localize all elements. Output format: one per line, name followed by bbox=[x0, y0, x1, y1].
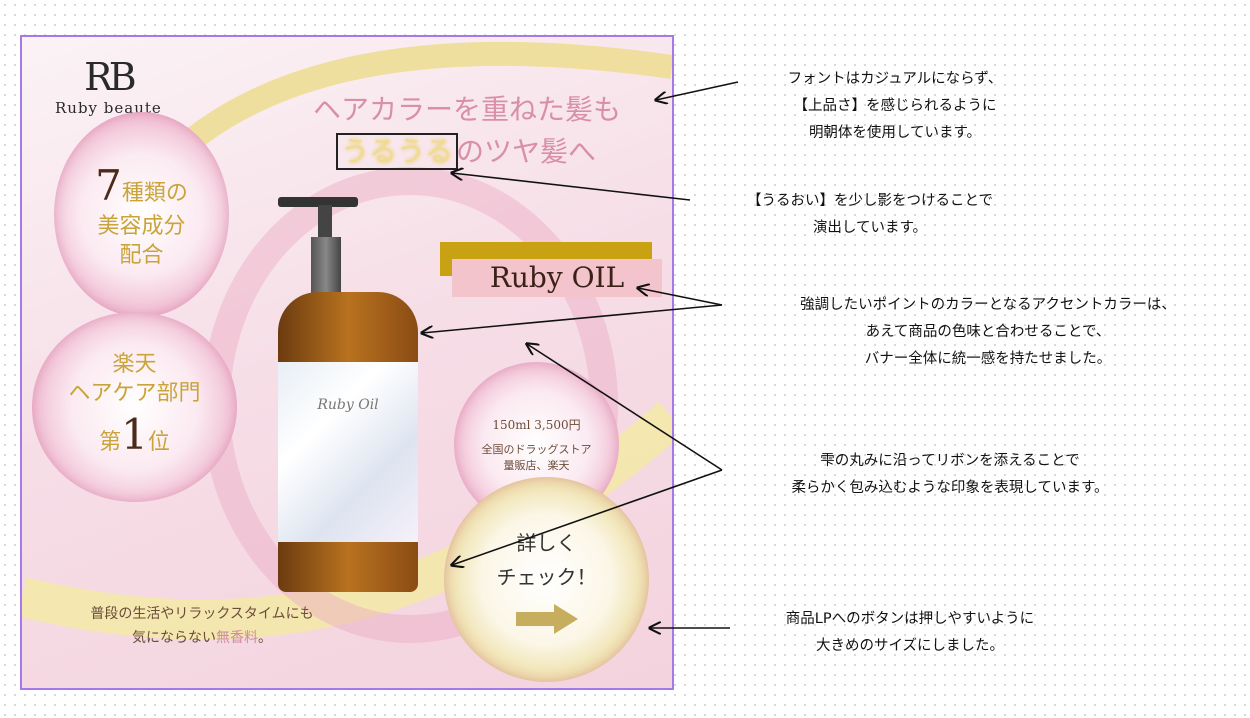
cta-line1: 詳しく bbox=[516, 530, 577, 555]
note-line: 【上品さ】を感じられるように bbox=[793, 98, 997, 114]
ingredients-text: 美容成分 bbox=[97, 214, 186, 240]
product-name: Ruby OIL bbox=[452, 259, 662, 297]
note-line: 明朝体を使用しています。 bbox=[808, 125, 982, 141]
annotation-font: フォントはカジュアルにならず、【上品さ】を感じられるように明朝体を使用しています… bbox=[740, 66, 1050, 147]
headline: ヘアカラーを重ねた髪も うるうるのツヤ髪へ bbox=[277, 89, 657, 173]
details-cta-button[interactable]: 詳しく チェック！ bbox=[444, 477, 649, 682]
ingredients-text: 配合 bbox=[119, 242, 164, 268]
annotation-button: 商品LPへのボタンは押しやすいように大きめのサイズにしました。 bbox=[730, 606, 1090, 660]
ranking-text: ヘアケア部門 bbox=[68, 380, 201, 406]
headline-line2: のツヤ髪へ bbox=[456, 135, 597, 168]
tagline-line2: 気にならない bbox=[132, 630, 216, 646]
headline-highlight: うるうる bbox=[335, 133, 459, 170]
note-line: 強調したいポイントのカラーとなるアクセントカラーは、 bbox=[800, 297, 1176, 313]
note-line: 雫の丸みに沿ってリボンを添えることで bbox=[820, 453, 1080, 469]
availability-text: 量販店、楽天 bbox=[503, 459, 570, 472]
availability-text: 全国のドラッグストア bbox=[481, 443, 592, 456]
product-bottle-image: Ruby Oil bbox=[278, 197, 418, 592]
arrow-right-icon bbox=[515, 603, 578, 634]
cta-line2: チェック！ bbox=[496, 564, 597, 589]
tagline-end: 。 bbox=[258, 630, 272, 646]
note-line: フォントはカジュアルにならず、 bbox=[787, 71, 1003, 87]
tagline-line1: 普段の生活やリラックスタイムにも bbox=[90, 606, 314, 622]
note-line: 商品LPへのボタンは押しやすいように bbox=[785, 611, 1035, 627]
price-text: 150ml 3,500円 bbox=[492, 418, 581, 432]
tagline-highlight: 無香料 bbox=[216, 630, 258, 646]
product-banner: RB Ruby beaute ヘアカラーを重ねた髪も うるうるのツヤ髪へ 7種類… bbox=[20, 35, 674, 690]
logo-mark: RB bbox=[84, 55, 137, 99]
bottle-label-text: Ruby Oil bbox=[317, 397, 379, 413]
ingredients-number: 7 bbox=[95, 160, 122, 210]
ingredients-text: 種類の bbox=[121, 180, 188, 206]
note-line: あえて商品の色味と合わせることで、 bbox=[865, 324, 1111, 340]
bottle-label: Ruby Oil bbox=[278, 362, 418, 542]
ranking-number: 1 bbox=[121, 410, 148, 460]
note-line: 演出しています。 bbox=[812, 220, 928, 236]
note-line: バナー全体に統一感を持たせました。 bbox=[864, 351, 1112, 367]
note-line: 柔らかく包み込むような印象を表現しています。 bbox=[791, 480, 1109, 496]
annotation-accent-color: 強調したいポイントのカラーとなるアクセントカラーは、あえて商品の色味と合わせるこ… bbox=[728, 292, 1248, 373]
tagline: 普段の生活やリラックスタイムにも 気にならない無香料。 bbox=[52, 602, 352, 650]
ingredients-bubble: 7種類の 美容成分 配合 bbox=[54, 112, 229, 317]
ranking-bubble: 楽天 ヘアケア部門 第1位 bbox=[32, 312, 237, 502]
headline-line1: ヘアカラーを重ねた髪も bbox=[312, 93, 621, 126]
ranking-text: 第 bbox=[99, 430, 122, 456]
note-line: 大きめのサイズにしました。 bbox=[815, 638, 1005, 654]
annotation-shadow: 【うるおい】を少し影をつけることで演出しています。 bbox=[690, 188, 1050, 242]
annotation-ribbon: 雫の丸みに沿ってリボンを添えることで柔らかく包み込むような印象を表現しています。 bbox=[725, 448, 1175, 502]
ranking-text: 楽天 bbox=[112, 352, 157, 378]
note-line: 【うるおい】を少し影をつけることで bbox=[746, 193, 994, 209]
ranking-text: 位 bbox=[147, 430, 170, 456]
gold-ribbon bbox=[163, 41, 672, 166]
